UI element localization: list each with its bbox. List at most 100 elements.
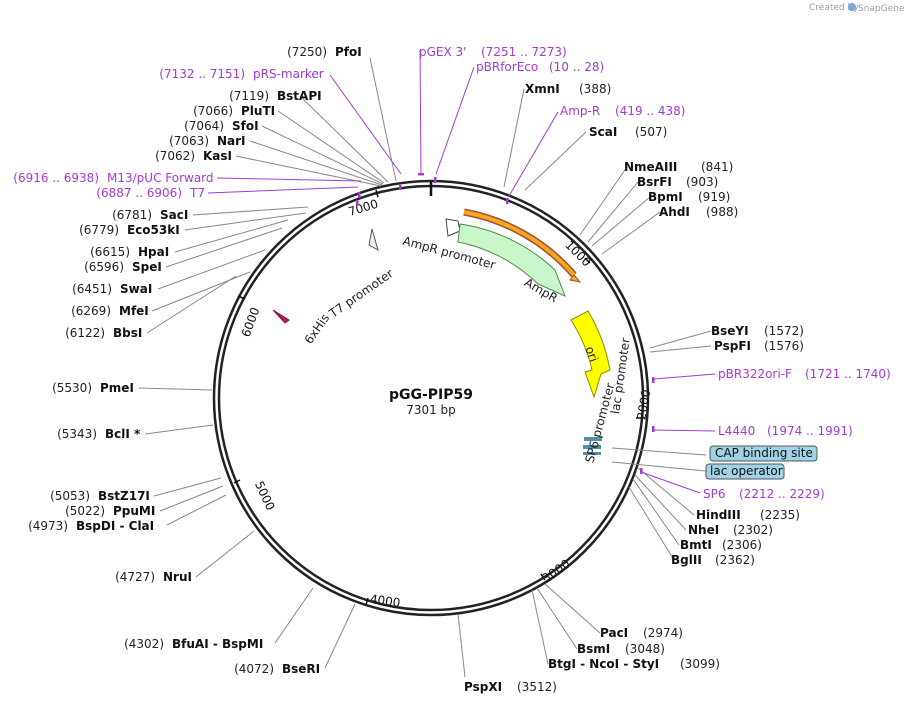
enzyme-position: (7066) <box>193 104 233 118</box>
enzyme-name[interactable]: BseRI <box>282 662 320 676</box>
enzyme-position: (7250) <box>287 45 327 59</box>
enzyme-name[interactable]: BtgI - NcoI - StyI <box>548 657 659 671</box>
enzyme-position: (3099) <box>680 657 720 671</box>
enzyme-position: (1572) <box>764 324 804 338</box>
primer-marks <box>356 173 655 474</box>
enzyme-position: (3512) <box>517 680 557 694</box>
enzyme-position: (7062) <box>155 149 195 163</box>
enzyme-name[interactable]: SpeI <box>132 260 162 274</box>
enzyme-name[interactable]: NheI <box>688 523 719 537</box>
primer-range: (6887 .. 6906) <box>96 186 182 200</box>
enzyme-name[interactable]: PacI <box>600 626 628 640</box>
tick-mark <box>365 597 369 606</box>
lac-operator-label: lac operator <box>710 464 783 478</box>
enzyme-name[interactable]: PspFI <box>714 339 751 353</box>
enzyme-position: (4973) <box>28 519 68 533</box>
enzyme-name[interactable]: BpmI <box>648 190 683 204</box>
primer-range: (10 .. 28) <box>549 60 604 74</box>
lac-operator-box[interactable] <box>705 463 785 480</box>
plasmid-length: 7301 bp <box>406 403 456 417</box>
ampr-arrow[interactable] <box>457 223 566 297</box>
enzyme-name[interactable]: PpuMI <box>113 504 155 518</box>
enzyme-name[interactable]: HindIII <box>696 508 741 522</box>
tick-mark <box>375 189 379 198</box>
primer-name[interactable]: T7 <box>189 186 205 200</box>
enzyme-name[interactable]: XmnI <box>525 82 560 96</box>
primer-name[interactable]: Amp-R <box>560 104 600 118</box>
enzyme-name[interactable]: BstZ17I <box>98 489 150 503</box>
enzyme-position: (6122) <box>65 326 105 340</box>
enzyme-labels: (7250) PfoI (7119) BstAPI (7066) PluTI (… <box>28 45 362 676</box>
enzyme-position: (388) <box>579 82 611 96</box>
enzyme-name[interactable]: BbsI <box>113 326 142 340</box>
backbone-outer <box>212 179 650 617</box>
enzyme-name[interactable]: Eco53kI <box>127 223 180 237</box>
enzyme-position: (6615) <box>90 245 130 259</box>
tick-mark <box>233 479 241 484</box>
cap-site-marker[interactable] <box>584 437 602 441</box>
primer-range: (1721 .. 1740) <box>805 367 891 381</box>
enzyme-position: (903) <box>686 175 718 189</box>
enzyme-name[interactable]: KasI <box>203 149 232 163</box>
primer-name[interactable]: pBRforEco <box>476 60 538 74</box>
t7-promoter-arrow[interactable] <box>368 228 379 252</box>
enzyme-name[interactable]: BspDI - ClaI <box>76 519 154 533</box>
enzyme-name[interactable]: BseYI <box>711 324 749 338</box>
enzyme-name[interactable]: BsrFI <box>637 175 672 189</box>
enzyme-name[interactable]: ScaI <box>589 125 617 139</box>
primer-range: (2212 .. 2229) <box>739 487 825 501</box>
enzyme-name[interactable]: PluTI <box>241 104 275 118</box>
6xhis-marker[interactable] <box>272 309 290 324</box>
enzyme-name[interactable]: NruI <box>163 570 192 584</box>
enzyme-name[interactable]: NmeAIII <box>624 160 677 174</box>
enzyme-position: (988) <box>706 205 738 219</box>
feature-label: T7 promoter <box>326 266 396 321</box>
feature-label: 6xHis <box>302 311 333 346</box>
enzyme-position: (2974) <box>643 626 683 640</box>
enzyme-position: (6451) <box>72 282 112 296</box>
enzyme-name[interactable]: BfuAI - BspMI <box>172 637 263 651</box>
primer-name[interactable]: SP6 <box>703 487 726 501</box>
enzyme-name[interactable]: SacI <box>160 208 188 222</box>
enzyme-position: (2235) <box>760 508 800 522</box>
feature-label: ori <box>582 344 600 363</box>
enzyme-name[interactable]: HpaI <box>138 245 169 259</box>
lac-operator-marker[interactable] <box>583 445 601 449</box>
enzyme-position: (5053) <box>50 489 90 503</box>
tick-mark <box>584 257 591 264</box>
enzyme-name[interactable]: PfoI <box>335 45 362 59</box>
primer-name[interactable]: M13/pUC Forward <box>107 171 214 185</box>
enzyme-name[interactable]: BglII <box>671 553 702 567</box>
enzyme-position: (6781) <box>112 208 152 222</box>
primer-name[interactable]: pRS-marker <box>253 67 324 81</box>
enzyme-name[interactable]: PmeI <box>100 381 134 395</box>
primer-range: (6916 .. 6938) <box>13 171 99 185</box>
enzyme-name[interactable]: NarI <box>217 134 246 148</box>
enzyme-name[interactable]: PspXI <box>464 680 502 694</box>
enzyme-name[interactable]: BstAPI <box>277 89 322 103</box>
enzyme-position: (5343) <box>57 427 97 441</box>
enzyme-name[interactable]: SfoI <box>232 119 259 133</box>
enzyme-position: (7119) <box>229 89 269 103</box>
enzyme-position: (841) <box>701 160 733 174</box>
enzyme-name[interactable]: BclI * <box>105 427 141 441</box>
enzyme-name[interactable]: AhdI <box>659 205 690 219</box>
credit-text: Created by <box>809 3 859 13</box>
enzyme-name[interactable]: BsmI <box>577 642 610 656</box>
enzyme-position: (6779) <box>79 223 119 237</box>
primer-name[interactable]: L4440 <box>718 424 755 438</box>
ori-arrow[interactable] <box>570 310 611 399</box>
primer-name[interactable]: pBR322ori-F <box>718 367 792 381</box>
enzyme-name[interactable]: BmtI <box>680 538 712 552</box>
promoter-marker[interactable] <box>583 452 601 455</box>
primer-name[interactable]: pGEX 3' <box>419 45 466 59</box>
tick-5000: 5000 <box>252 479 278 513</box>
enzyme-position: (6269) <box>71 304 111 318</box>
ampr-promoter-arrow[interactable] <box>445 218 461 237</box>
enzyme-name[interactable]: SwaI <box>120 282 152 296</box>
cap-binding-site-box[interactable] <box>709 445 818 462</box>
enzyme-name[interactable]: MfeI <box>119 304 149 318</box>
enzyme-position: (7063) <box>169 134 209 148</box>
enzyme-position: (7064) <box>184 119 224 133</box>
